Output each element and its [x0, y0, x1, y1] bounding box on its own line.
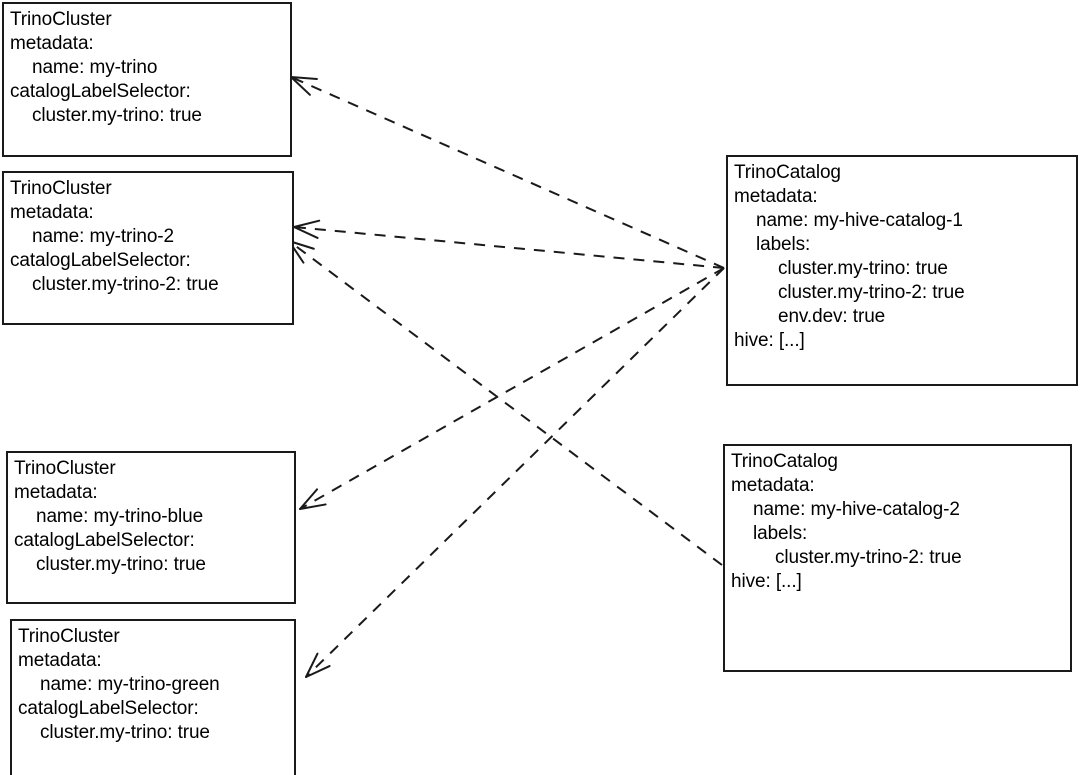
edge-line [305, 267, 725, 678]
node-field-line: cluster.my-trino: true [40, 722, 210, 743]
node-field-line: name: my-hive-catalog-1 [756, 210, 963, 231]
node-field-line: cluster.my-trino-2: true [778, 282, 965, 303]
edge-line [288, 240, 723, 566]
arrowhead-barb [290, 76, 318, 80]
node-kind-label: TrinoCatalog [731, 451, 838, 472]
arrowhead-barb [305, 665, 331, 678]
node-field-line: name: my-trino-2 [32, 226, 174, 247]
node-field-line: name: my-trino-green [40, 674, 220, 695]
node-field-line: name: my-hive-catalog-2 [753, 499, 960, 520]
node-body: TrinoCluster metadata: name: my-trino-2 cat… [10, 177, 290, 297]
node-kind-label: TrinoCluster [18, 626, 120, 647]
arrowhead-barb [299, 488, 319, 510]
node-field-line: catalogLabelSelector: [18, 698, 199, 719]
node-kind-label: TrinoCluster [10, 9, 112, 30]
node-body: TrinoCluster metadata: name: my-trino catal… [10, 8, 288, 128]
node-field-line: name: my-trino-blue [36, 506, 204, 527]
node-body: TrinoCluster metadata: name: my-trino-gree… [18, 625, 292, 745]
edge-line [299, 267, 725, 510]
node-field-line: metadata: [18, 650, 102, 671]
node-trinocluster-my-trino-blue[interactable]: TrinoCluster metadata: name: my-trino-blue… [6, 451, 296, 604]
node-field-line: cluster.my-trino-2: true [775, 547, 962, 568]
node-trinocluster-my-trino-2[interactable]: TrinoCluster metadata: name: my-trino-2 cat… [2, 171, 294, 325]
arrowhead-barb [293, 226, 319, 239]
node-trinocatalog-my-hive-catalog-1[interactable]: TrinoCatalog metadata: name: my-hive-catal… [726, 155, 1078, 386]
node-field-line: metadata: [731, 475, 815, 496]
edge-cat1-to-my-trino-green [305, 267, 725, 678]
node-body: TrinoCluster metadata: name: my-trino-blue… [14, 457, 292, 577]
node-field-line: cluster.my-trino: true [778, 258, 948, 279]
node-field-line: env.dev: true [778, 306, 886, 327]
node-trinocluster-my-trino[interactable]: TrinoCluster metadata: name: my-trino catal… [2, 2, 292, 157]
node-field-line: cluster.my-trino: true [36, 554, 206, 575]
node-field-line: cluster.my-trino: true [32, 105, 202, 126]
node-field-line: metadata: [10, 33, 94, 54]
node-field-line: metadata: [734, 186, 818, 207]
edge-cat1-to-my-trino [290, 76, 725, 269]
node-trinocluster-my-trino-green[interactable]: TrinoCluster metadata: name: my-trino-gree… [10, 619, 296, 775]
node-field-line: labels: [753, 523, 808, 544]
node-field-line: metadata: [10, 202, 94, 223]
arrowhead-barb [305, 652, 319, 678]
node-field-line: catalogLabelSelector: [14, 530, 195, 551]
node-field-line: catalogLabelSelector: [10, 250, 191, 271]
node-body: TrinoCatalog metadata: name: my-hive-catal… [731, 450, 1068, 594]
node-trinocatalog-my-hive-catalog-2[interactable]: TrinoCatalog metadata: name: my-hive-catal… [723, 444, 1072, 672]
node-kind-label: TrinoCluster [14, 458, 116, 479]
node-field-line: metadata: [14, 482, 98, 503]
edge-cat1-to-my-trino-blue [299, 267, 725, 510]
node-field-line: name: my-trino [32, 57, 158, 78]
edge-line [290, 76, 725, 269]
node-field-line: catalogLabelSelector: [10, 81, 191, 102]
node-kind-label: TrinoCluster [10, 178, 112, 199]
node-body: TrinoCatalog metadata: name: my-hive-catal… [734, 161, 1074, 353]
edge-line [293, 226, 725, 269]
edge-cat2-to-my-trino-2 [288, 240, 723, 566]
arrowhead-barb [299, 503, 327, 510]
arrowhead-barb [293, 219, 321, 228]
edge-cat1-to-my-trino-2-a [293, 219, 725, 269]
node-field-line: hive: [...] [731, 571, 802, 592]
node-field-line: hive: [...] [734, 330, 805, 351]
node-field-line: labels: [756, 234, 811, 255]
arrowhead-barb [290, 76, 311, 96]
node-kind-label: TrinoCatalog [734, 162, 841, 183]
node-field-line: cluster.my-trino-2: true [32, 274, 219, 295]
